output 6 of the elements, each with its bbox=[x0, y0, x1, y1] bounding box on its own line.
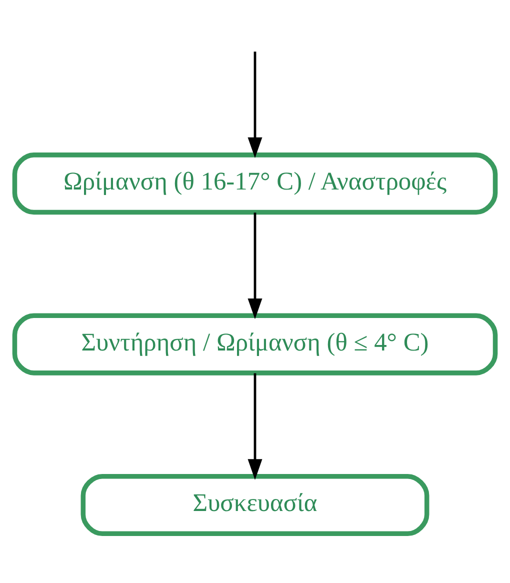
arrow bbox=[248, 372, 262, 480]
arrow bbox=[248, 51, 262, 158]
node-box: Ωρίμανση (θ 16-17° C) / Αναστροφές bbox=[12, 152, 498, 214]
node-box: Συντήρηση / Ωρίμανση (θ ≤ 4° C) bbox=[12, 312, 498, 375]
arrow bbox=[248, 212, 262, 319]
node-box: Συσκευασία bbox=[80, 473, 430, 536]
